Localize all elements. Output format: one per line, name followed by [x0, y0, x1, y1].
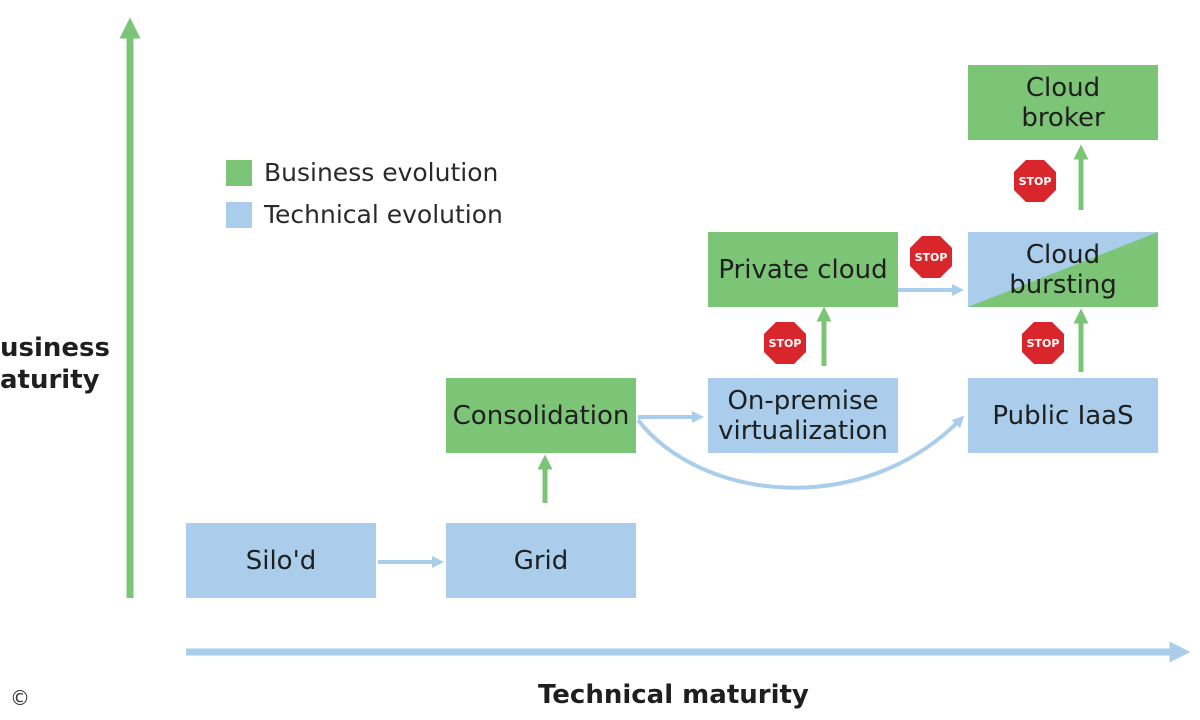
- stop-sign-icon: STOP: [1020, 320, 1066, 366]
- node-consolidation: Consolidation: [446, 378, 636, 453]
- node-cloud-bursting: Cloud bursting: [968, 232, 1158, 307]
- stop-sign-icon: STOP: [908, 234, 954, 280]
- stop-sign-text: STOP: [1027, 337, 1060, 350]
- legend-business-label: Business evolution: [264, 158, 499, 187]
- stop-sign-icon: STOP: [762, 320, 808, 366]
- legend-technical-swatch: [226, 201, 252, 228]
- y-axis-label-line2: aturity: [0, 365, 100, 395]
- node-grid: Grid: [446, 523, 636, 598]
- legend-technical-label: Technical evolution: [264, 200, 503, 229]
- stop-sign-text: STOP: [915, 251, 948, 264]
- arrow-consolidation-to-public-iaas: [636, 415, 965, 490]
- node-cloud-broker: Cloud broker: [968, 65, 1158, 140]
- node-on-premise-virtualization: On-premise virtualization: [708, 378, 898, 453]
- stop-sign-icon: STOP: [1012, 158, 1058, 204]
- node-public-iaas: Public IaaS: [968, 378, 1158, 453]
- y-axis-label-line1: usiness: [0, 333, 110, 363]
- legend-technical: Technical evolution: [226, 200, 503, 229]
- node-silod: Silo'd: [186, 523, 376, 598]
- x-axis-label: Technical maturity: [538, 680, 809, 710]
- copyright-mark: ©: [10, 686, 30, 710]
- y-axis-label: usiness aturity: [0, 332, 110, 396]
- legend-business-swatch: [226, 159, 252, 186]
- node-private-cloud: Private cloud: [708, 232, 898, 307]
- stop-sign-text: STOP: [1019, 175, 1052, 188]
- legend-business: Business evolution: [226, 158, 498, 187]
- stop-sign-text: STOP: [769, 337, 802, 350]
